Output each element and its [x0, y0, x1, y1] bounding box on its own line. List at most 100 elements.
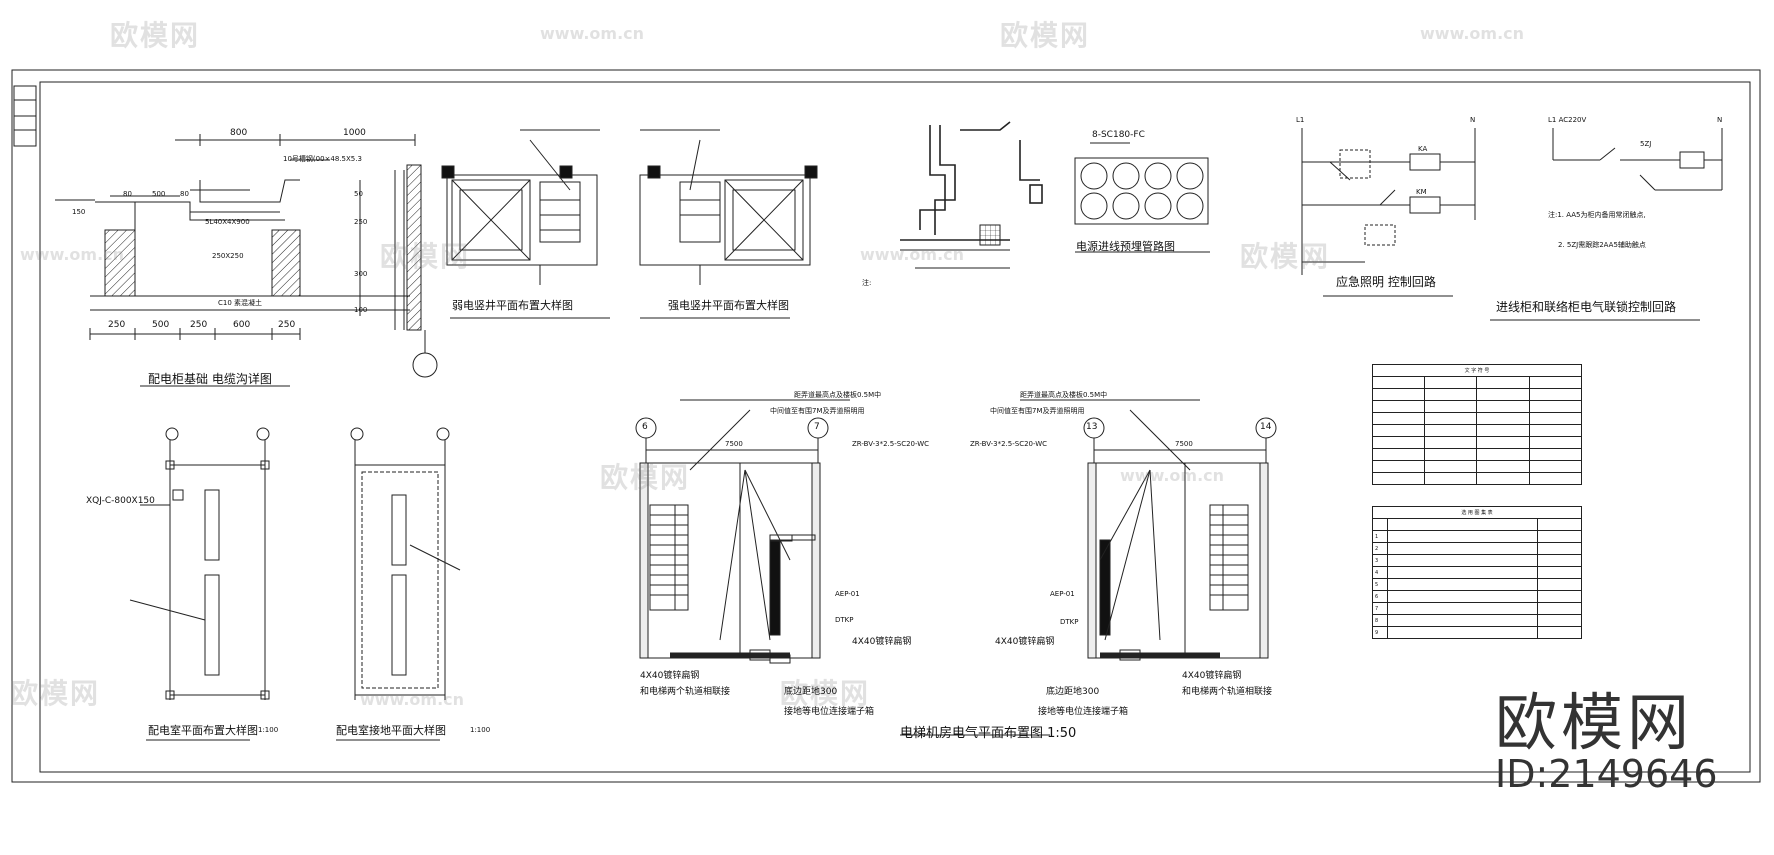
note-mid-left: 中间值至有围7M及弄道照明用 — [770, 407, 865, 415]
dim-b-250-3: 250 — [278, 320, 296, 330]
flat-steel-right: 4X40镀锌扁钢 — [1182, 671, 1242, 681]
pipe-layout-title: 电源进线预埋管路图 — [1076, 240, 1175, 253]
feeder-title: 进线柜和联络柜电气联锁控制回路 — [1496, 300, 1677, 314]
dim-b-600: 600 — [233, 320, 251, 330]
text-symbol-table-title: 文 字 符 号 — [1372, 364, 1582, 377]
emergency-l1: L1 — [1296, 116, 1305, 124]
watermark-url-6: www.om.cn — [360, 690, 465, 709]
std-row-5: 5 — [1372, 578, 1388, 591]
weak-shaft-title: 弱电竖井平面布置大样图 — [452, 299, 573, 312]
dim-500-inner: 500 — [152, 190, 166, 198]
strong-shaft-title: 强电竖井平面布置大样图 — [668, 299, 789, 312]
watermark-logo-2: 欧模网 — [1000, 19, 1091, 52]
grounding-detail — [900, 121, 1043, 269]
cable-b: ZR-BV-3*2.5-SC20-WC — [970, 440, 1048, 448]
angle-steel-note: 5L40X4X900 — [205, 218, 250, 226]
axis-6: 6 — [642, 422, 648, 432]
guide-rail-left: 和电梯两个轨道相联接 — [640, 687, 731, 697]
dim-80-a: 80 — [123, 190, 132, 198]
watermark-logo-4: 欧模网 — [1240, 240, 1331, 273]
emergency-control-circuit — [1301, 128, 1476, 297]
std-row-1: 1 — [1372, 530, 1388, 543]
elevator-room-right — [1020, 399, 1277, 661]
cable-trench-title: 配电柜基础 电缆沟详图 — [148, 372, 272, 386]
watermark-logo-1: 欧模网 — [110, 19, 201, 52]
equi-box-right: 接地等电位连接端子箱 — [1038, 707, 1129, 717]
cable-trench-detail — [55, 134, 438, 387]
watermark-url-5: www.om.cn — [1120, 466, 1225, 485]
axis-13: 13 — [1086, 422, 1098, 432]
axis-7: 7 — [814, 422, 820, 432]
flat-steel-left: 4X40镀锌扁钢 — [640, 671, 700, 681]
standards-table-title: 选 用 图 集 表 — [1372, 506, 1582, 519]
note-top-left: 距弄道最高点及楼板0.5M中 — [794, 391, 882, 399]
feeder-l1: L1 AC220V — [1548, 116, 1587, 124]
feeder-note-1: 注:1. AA5为柜内备用常闭触点, — [1548, 211, 1646, 219]
aep-left: AEP-01 — [835, 590, 860, 598]
brand-logo: 欧模网 — [1495, 686, 1694, 759]
dim-80-b: 80 — [180, 190, 189, 198]
std-row-9: 9 — [1372, 626, 1388, 639]
sheet-border-outer — [11, 69, 1761, 783]
std-row-3: 3 — [1372, 554, 1388, 567]
pipe-code: 8-SC180-FC — [1092, 130, 1145, 140]
std-row-4: 4 — [1372, 566, 1388, 579]
dim-300-v: 300 — [354, 270, 368, 278]
grounding-plan — [336, 427, 461, 741]
cable-a: ZR-BV-3*2.5-SC20-WC — [852, 440, 930, 448]
equi-box-left: 接地等电位连接端子箱 — [784, 707, 875, 717]
flat-steel-left-r: 4X40镀锌扁钢 — [852, 637, 912, 647]
grounding-plan-scale: 1:100 — [470, 726, 491, 734]
emergency-title: 应急照明 控制回路 — [1336, 275, 1436, 289]
dim-b-250-1: 250 — [108, 320, 126, 330]
cable-pipe-layout — [1074, 142, 1210, 253]
note-mid-right: 中间值至有围7M及弄道照明用 — [990, 407, 1085, 415]
cabinet-code: XQJ-C-800X150 — [86, 496, 155, 506]
dim-7500-right: 7500 — [1175, 440, 1193, 448]
std-row-7: 7 — [1372, 602, 1388, 615]
flat-steel-right-l: 4X40镀锌扁钢 — [995, 637, 1055, 647]
watermark-logo-3: 欧模网 — [380, 240, 471, 273]
sheet-border-inner — [39, 81, 1751, 773]
watermark-url-1: www.om.cn — [540, 24, 645, 43]
feeder-n: N — [1717, 116, 1723, 124]
emergency-ka: KA — [1418, 145, 1428, 153]
feeder-relay: 5ZJ — [1640, 140, 1652, 148]
std-row-8: 8 — [1372, 614, 1388, 627]
watermark-logo-7: 欧模网 — [780, 677, 871, 710]
elevator-room-left — [635, 399, 1050, 736]
guide-rail-right: 和电梯两个轨道相联接 — [1182, 687, 1273, 697]
std-row-6: 6 — [1372, 590, 1388, 603]
grounding-note-title: 注: — [862, 279, 872, 287]
dim-50: 50 — [354, 190, 363, 198]
watermark-url-2: www.om.cn — [1420, 24, 1525, 43]
std-row-2: 2 — [1372, 542, 1388, 555]
dim-150: 150 — [72, 208, 86, 216]
feeder-note-2: 2. 5ZJ需跟踪2AA5辅助触点 — [1558, 241, 1646, 249]
watermark-logo-6: 欧模网 — [10, 677, 101, 710]
strong-shaft-plan — [639, 129, 818, 319]
channel-steel-note: 10号槽钢(00×48.5X5.3 — [283, 155, 362, 163]
grounding-plan-title: 配电室接地平面大样图 — [336, 724, 446, 737]
weak-shaft-plan — [441, 129, 610, 319]
watermark-url-3: www.om.cn — [860, 245, 965, 264]
watermark-url-4: www.om.cn — [20, 245, 125, 264]
distribution-room-plan — [129, 427, 270, 741]
trench-size-note: 250X250 — [212, 252, 244, 260]
aep-right: AEP-01 — [1050, 590, 1075, 598]
dim-7500-left: 7500 — [725, 440, 743, 448]
distribution-room-title: 配电室平面布置大样图 — [148, 724, 258, 737]
dim-800: 800 — [230, 128, 248, 138]
concrete-base-note: C10 素混凝土 — [218, 299, 263, 307]
dim-b-500: 500 — [152, 320, 170, 330]
distribution-room-scale: 1:100 — [258, 726, 279, 734]
emergency-n: N — [1470, 116, 1476, 124]
dtkp-right: DTKP — [1060, 618, 1079, 626]
dim-250-v: 250 — [354, 218, 368, 226]
dim-b-250-2: 250 — [190, 320, 208, 330]
note-top-right: 距弄道最高点及楼板0.5M中 — [1020, 391, 1108, 399]
text-symbol-table: 文 字 符 号 — [1371, 364, 1583, 485]
dtkp-left: DTKP — [835, 616, 854, 624]
dim-100-v: 100 — [354, 306, 368, 314]
